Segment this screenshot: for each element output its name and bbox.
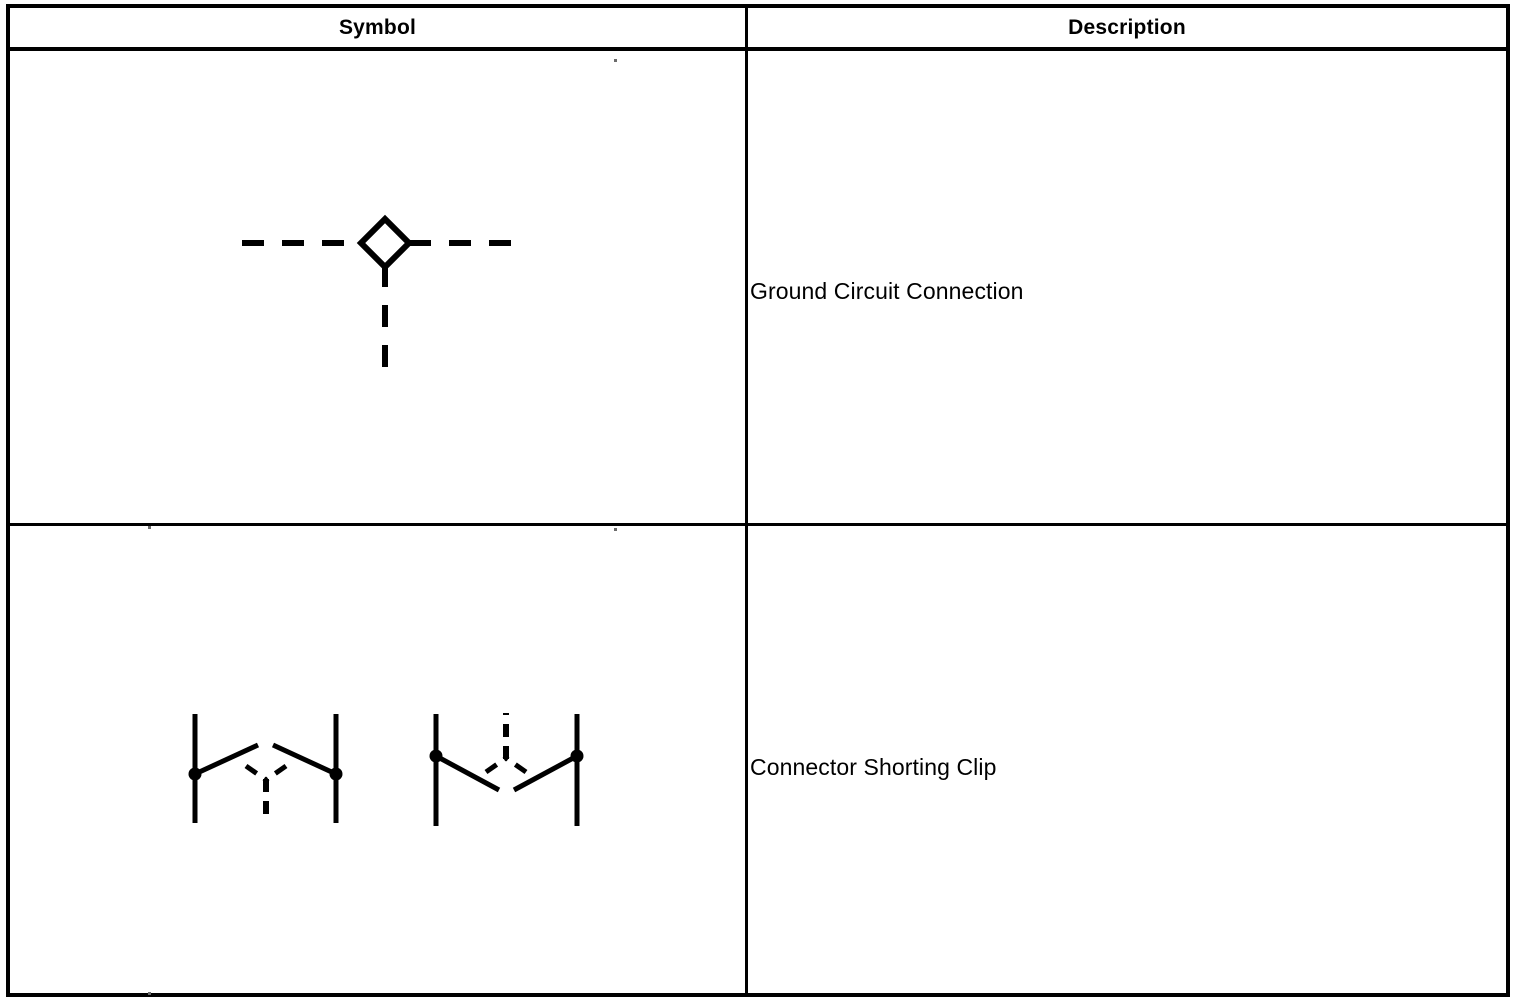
clip-right-solid-arm bbox=[271, 742, 338, 777]
column-header-description: Description bbox=[1068, 15, 1186, 39]
scan-speck bbox=[614, 528, 617, 531]
clip2-right-terminal-dot bbox=[570, 749, 584, 763]
description-ground-circuit-connection: Ground Circuit Connection bbox=[750, 278, 1024, 304]
clip2-left-solid-arm bbox=[434, 753, 501, 793]
shorting-clip-closed-down bbox=[188, 714, 343, 823]
clip-left-solid-arm bbox=[193, 742, 260, 777]
description-connector-shorting-clip: Connector Shorting Clip bbox=[750, 754, 997, 780]
clip2-right-dashed-arm bbox=[504, 755, 528, 775]
row-divider bbox=[10, 523, 1506, 526]
clip2-left-dashed-arm bbox=[484, 755, 508, 775]
connector-shorting-clip-symbol bbox=[188, 713, 584, 826]
clip-left-terminal-dot bbox=[188, 767, 202, 781]
clip2-left-terminal-dot bbox=[429, 749, 443, 763]
diamond-outline-icon bbox=[356, 214, 414, 272]
header-column-divider bbox=[745, 8, 748, 47]
symbol-cell-ground-circuit-connection bbox=[10, 51, 745, 529]
clip-right-terminal-dot bbox=[329, 767, 343, 781]
shorting-clip-closed-up bbox=[429, 713, 584, 826]
clip-right-dashed-arm bbox=[264, 763, 288, 783]
scan-speck bbox=[614, 59, 617, 62]
scan-speck bbox=[148, 526, 151, 529]
column-header-symbol: Symbol bbox=[338, 15, 417, 39]
ground-circuit-connection-symbol bbox=[242, 214, 528, 378]
scan-speck bbox=[148, 992, 151, 995]
body-column-divider bbox=[745, 51, 748, 993]
symbol-legend-table: Symbol Description Ground Circuit Connec… bbox=[6, 4, 1510, 997]
symbol-cell-connector-shorting-clip bbox=[10, 526, 745, 1001]
clip2-right-solid-arm bbox=[512, 753, 579, 793]
clip-left-dashed-arm bbox=[244, 763, 268, 783]
header-row-divider bbox=[10, 47, 1506, 51]
